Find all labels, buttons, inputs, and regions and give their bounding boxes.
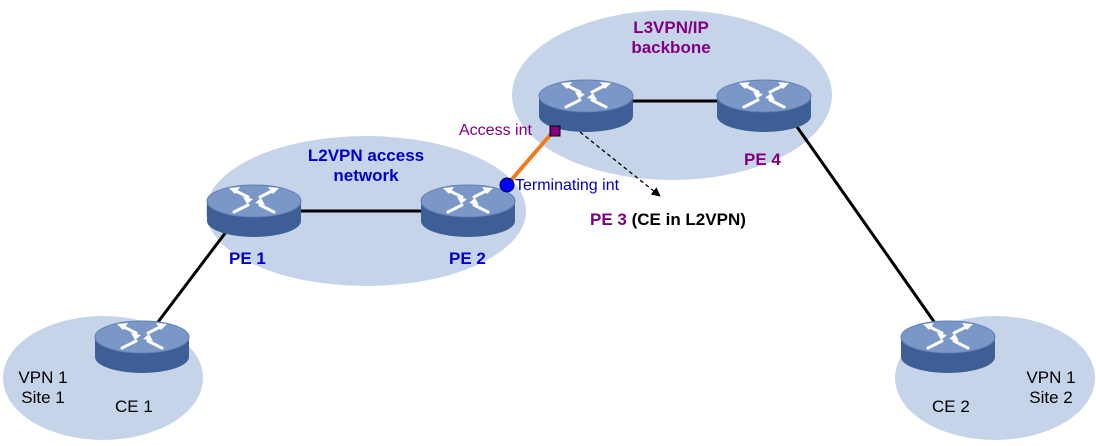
link-ce1-pe1	[156, 227, 231, 323]
l2vpn-cloud-label: L2VPN access network	[286, 146, 446, 186]
pe3-router-icon[interactable]	[537, 78, 635, 134]
link-pe2-pe3	[505, 132, 553, 187]
access-int-label: Access int	[459, 122, 532, 139]
terminating-int-label: Terminating int	[515, 177, 620, 194]
site1-cloud-label-line2: Site 1	[21, 388, 65, 407]
site1-cloud-label-line1: VPN 1	[18, 368, 68, 387]
ce2-router-icon[interactable]	[899, 319, 997, 375]
ce2-label: CE 2	[932, 397, 970, 416]
l2vpn-cloud-label-line1: L2VPN access	[307, 146, 425, 165]
site2-cloud-label-line1: VPN 1	[1026, 368, 1076, 387]
pe3-label: PE 3 (CE in L2VPN)	[590, 210, 746, 230]
l3vpn-cloud-label-line2: backbone	[631, 38, 711, 57]
pe4-label: PE 4	[744, 150, 781, 169]
l3vpn-cloud-label-line1: L3VPN/IP	[633, 18, 709, 37]
site2-cloud-label: VPN 1 Site 2	[1016, 368, 1086, 408]
site2-cloud-label-line2: Site 2	[1029, 388, 1073, 407]
pe3-label-name: PE 3	[590, 210, 627, 229]
pe1-router-icon[interactable]	[205, 183, 303, 239]
pe1-label: PE 1	[229, 249, 266, 268]
l2vpn-cloud-label-line2: network	[333, 166, 399, 185]
link-pe4-ce2	[793, 123, 937, 324]
pe2-label: PE 2	[449, 249, 486, 268]
pe3-pointer-arrow	[579, 131, 661, 197]
site1-cloud-label: VPN 1 Site 1	[8, 368, 78, 408]
terminating-int-circle-marker-icon[interactable]	[499, 177, 515, 193]
ce1-router-icon[interactable]	[93, 319, 191, 375]
l3vpn-cloud-label: L3VPN/IP backbone	[596, 18, 746, 58]
pe4-router-icon[interactable]	[715, 78, 813, 134]
pe3-label-note: (CE in L2VPN)	[631, 210, 746, 229]
l3vpn-cloud	[512, 10, 832, 180]
pe2-router-icon[interactable]	[419, 183, 517, 239]
access-int-square-marker-icon[interactable]	[549, 125, 561, 137]
ce1-label: CE 1	[115, 397, 153, 416]
